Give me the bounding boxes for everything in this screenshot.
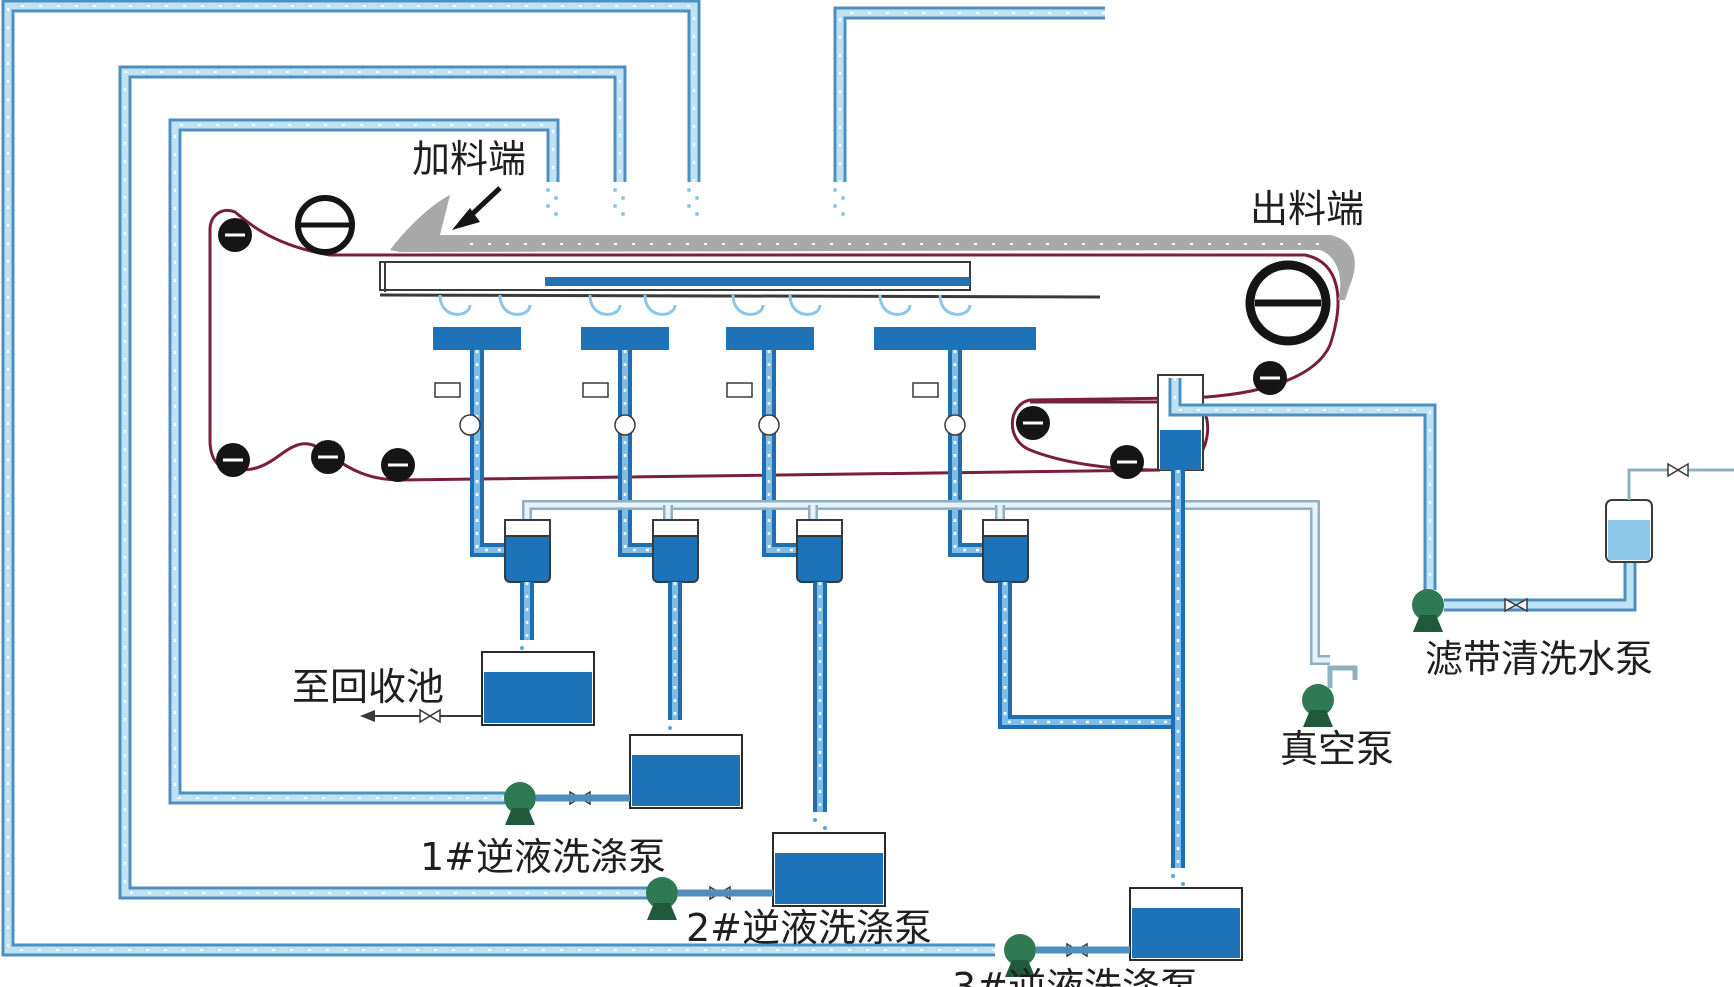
pipe-1#-wash-return bbox=[168, 118, 560, 805]
pump-icon[interactable] bbox=[504, 782, 536, 814]
tank-3 bbox=[1129, 887, 1243, 961]
separator-1 bbox=[504, 519, 551, 583]
valve-icon[interactable] bbox=[1504, 597, 1528, 613]
spray-nozzle bbox=[546, 188, 558, 216]
separator-4 bbox=[982, 519, 1029, 583]
spray-nozzle bbox=[687, 188, 699, 216]
filtrate-pipes bbox=[470, 350, 1000, 557]
roller-icon bbox=[218, 218, 252, 252]
pump-icon[interactable] bbox=[1302, 684, 1334, 716]
pump-1-label: 1#逆液洗涤泵 bbox=[420, 835, 666, 879]
pump-2[interactable] bbox=[646, 877, 773, 920]
vacuum-chambers bbox=[433, 294, 1036, 350]
vacuum-chamber-2 bbox=[581, 294, 677, 350]
spray-nozzles bbox=[546, 188, 845, 216]
valve-icon[interactable] bbox=[582, 382, 636, 436]
pumps bbox=[504, 589, 1444, 977]
pump-2-label: 2#逆液洗涤泵 bbox=[686, 906, 932, 950]
vacuum-header bbox=[522, 500, 1330, 665]
vacuum-pump-label: 真空泵 bbox=[1280, 727, 1394, 771]
valve-icon[interactable] bbox=[419, 708, 441, 724]
pump-icon[interactable] bbox=[1412, 589, 1444, 621]
pump-1[interactable] bbox=[504, 782, 630, 825]
roller-icon bbox=[311, 440, 345, 474]
receiving-tanks bbox=[481, 651, 1243, 961]
separator-3 bbox=[796, 519, 843, 583]
tank-2 bbox=[772, 832, 886, 907]
wash-return-pipes bbox=[1, 0, 1105, 957]
discharge-end-label: 出料端 bbox=[1250, 187, 1364, 231]
vacuum-chamber-1 bbox=[433, 294, 532, 350]
water-level bbox=[1608, 520, 1650, 560]
belt-wash-pump[interactable] bbox=[1412, 589, 1444, 632]
feed-end-label: 加料端 bbox=[412, 137, 526, 181]
vacuum-chamber-4 bbox=[874, 294, 1036, 350]
filter-cake bbox=[390, 195, 1355, 300]
roller-icon bbox=[1253, 361, 1287, 395]
pump-3-label: 3#逆液洗涤泵 bbox=[952, 965, 1198, 987]
separators bbox=[504, 519, 1029, 583]
valve-icon[interactable] bbox=[912, 382, 966, 436]
pump-icon[interactable] bbox=[1004, 934, 1036, 966]
rollers bbox=[216, 195, 1331, 482]
vacuum-box-deck bbox=[379, 261, 1101, 299]
pump-3[interactable] bbox=[1004, 934, 1130, 977]
valve-icon[interactable] bbox=[726, 382, 780, 436]
feed-arrow bbox=[452, 186, 502, 230]
spray-nozzle bbox=[833, 188, 845, 216]
drive-roller-icon bbox=[1245, 260, 1331, 346]
drop-pipe-valves bbox=[434, 382, 966, 436]
arrow-icon bbox=[360, 710, 375, 722]
valve-icon[interactable] bbox=[434, 382, 481, 436]
spray-nozzle bbox=[613, 188, 625, 216]
tank-recovery bbox=[481, 651, 595, 726]
vacuum-pump[interactable] bbox=[1302, 665, 1358, 727]
valve-icon[interactable] bbox=[1667, 462, 1689, 478]
pipe-3#-wash-return bbox=[1, 0, 995, 957]
separator-2 bbox=[652, 519, 699, 583]
roller-icon bbox=[1110, 445, 1144, 479]
fresh-wash-water-pipe bbox=[833, 6, 1105, 182]
labels: 加料端 出料端 至回收池 1#逆液洗涤泵 2#逆液洗涤泵 3#逆液洗涤泵 真空泵… bbox=[292, 137, 1653, 987]
roller-icon bbox=[216, 443, 250, 477]
roller-icon bbox=[1016, 406, 1050, 440]
to-recovery-pool-label: 至回收池 bbox=[292, 665, 444, 709]
vacuum-chamber-3 bbox=[726, 294, 822, 350]
cloth-wash-trough bbox=[1157, 374, 1437, 868]
drive-roller-icon bbox=[295, 195, 355, 255]
recovery-discharge bbox=[360, 708, 482, 724]
belt-wash-supply bbox=[1444, 462, 1734, 613]
pipe-2#-wash-return bbox=[118, 65, 655, 900]
roller-icon bbox=[381, 448, 415, 482]
pump-icon[interactable] bbox=[646, 877, 678, 909]
separator-outlets bbox=[520, 582, 1175, 812]
arrow-icon bbox=[452, 208, 480, 230]
tank-1 bbox=[629, 734, 743, 809]
belt-wash-pump-label: 滤带清洗水泵 bbox=[1425, 637, 1653, 681]
